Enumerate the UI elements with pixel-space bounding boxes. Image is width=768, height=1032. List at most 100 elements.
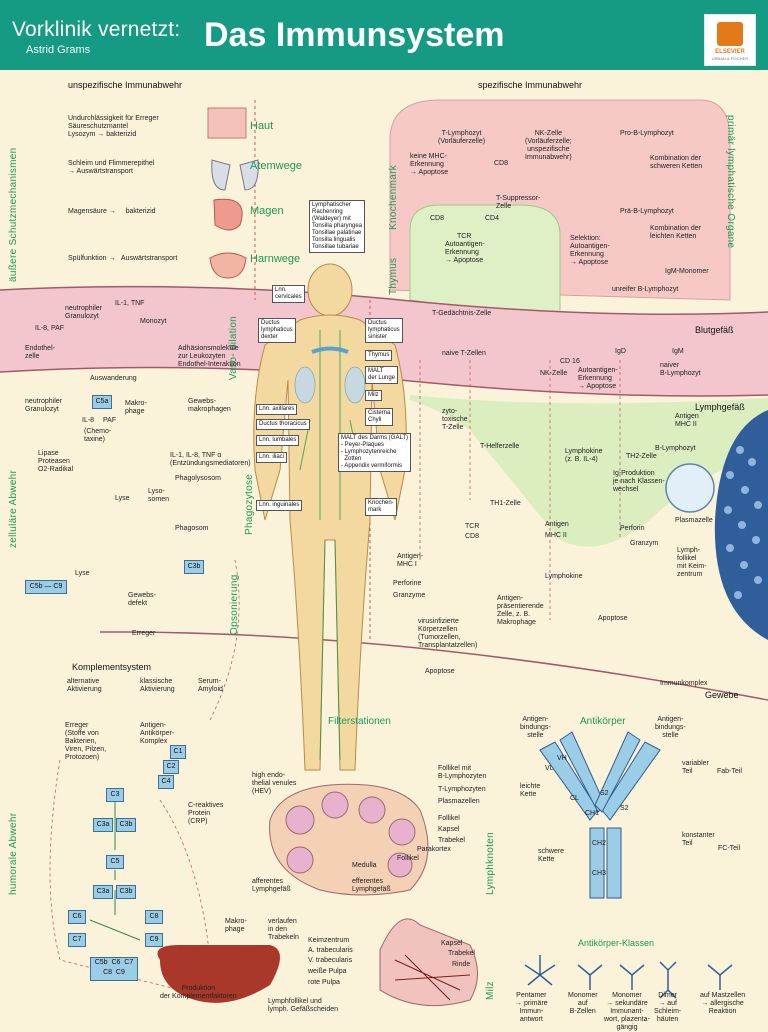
- antibody-classes-title: Antikörper-Klassen: [578, 938, 655, 948]
- mac-box: C5b C6 C7 C8 C9: [90, 957, 138, 981]
- class-igg-label: Monomer → sekundäre Immunant- wort, plaz…: [604, 992, 650, 1031]
- lymph-vessel-label: Lymphgefäß: [695, 402, 745, 412]
- complement-pathogen-label: Erreger (Stoffe von Bakterien, Viren, Pi…: [65, 722, 107, 761]
- il8-label: IL-8: [82, 417, 95, 424]
- stomach-label: Magen: [250, 205, 284, 217]
- c1-box: C1: [170, 745, 186, 759]
- antibody-structure: [539, 731, 661, 899]
- th1-label: TH1-Zelle: [490, 500, 521, 507]
- phagocytosis-label: Phagozytose: [244, 473, 255, 535]
- capsule-label: Kapsel: [438, 826, 460, 833]
- c5b-c9-box: C5b — C9: [25, 580, 67, 594]
- paf-label: PAF: [103, 417, 117, 424]
- vl-domain: VL: [545, 765, 554, 772]
- fab-label: Fab-Teil: [717, 768, 742, 775]
- perforin-label: Perforin: [620, 525, 645, 532]
- complement-title: Komplementsystem: [72, 662, 152, 672]
- s2-label-1: S2: [600, 790, 609, 797]
- unspecific-heading: unspezifische Immunabwehr: [68, 80, 183, 90]
- fc-label: FC-Teil: [718, 845, 741, 852]
- stomach-icon: [213, 198, 243, 231]
- neutrophil-label: neutrophiler Granulozyt: [65, 305, 102, 320]
- il1-tnf-label: IL-1, TNF: [115, 300, 145, 307]
- cl-domain: CL: [570, 795, 579, 802]
- bladder-icon: [209, 252, 247, 279]
- publisher-name: ELSEVIER: [715, 49, 745, 55]
- c6-box: C6: [68, 910, 86, 924]
- body-label-bone-marrow: Knochen- mark: [365, 498, 397, 516]
- antibody-class-icons: [524, 955, 733, 999]
- v-trabecularis-label: V. trabecularis: [308, 957, 353, 964]
- crp-label: C-reaktives Protein (CRP): [188, 802, 224, 825]
- humoral-defense-label: humorale Abwehr: [8, 812, 19, 895]
- constant-part-label: konstanter Teil: [682, 832, 715, 847]
- nk-cell-label: NK-Zelle: [540, 370, 568, 377]
- cd16-label: CD 16: [560, 358, 580, 365]
- phagolysosome-label: Phagolysosom: [175, 475, 221, 482]
- cd8-label-2: CD8: [430, 215, 445, 222]
- lymph-vessel-zone: [410, 395, 768, 547]
- c3b-box-cascade: C3b: [116, 818, 136, 832]
- antigen-label: Antigen: [545, 521, 569, 528]
- red-pulp-label: rote Pulpa: [308, 979, 340, 986]
- naive-t-label: naive T-Zellen: [442, 350, 486, 357]
- urinary-label: Harnwege: [250, 253, 301, 265]
- airways-label: Atemwege: [250, 160, 302, 172]
- c3a-box-2: C3a: [93, 885, 113, 899]
- macrophage-label: Makro- phage: [125, 400, 147, 415]
- c3b-box-2: C3b: [116, 885, 136, 899]
- spleen: [379, 918, 478, 1007]
- th2-label: TH2-Zelle: [626, 453, 657, 460]
- body-label-cervical: Lnn. cervicales: [272, 285, 305, 303]
- specific-heading: spezifische Immunabwehr: [478, 80, 583, 90]
- page-title: Das Immunsystem: [204, 16, 505, 54]
- outer-protection-label: äußere Schutzmechanismen: [8, 147, 19, 283]
- heavy-chains-label: Kombination der schweren Ketten: [650, 155, 703, 170]
- endothelial-label: Endothel- zelle: [25, 345, 55, 360]
- body-label-ductus-sinister: Ductus lymphaticus sinister: [365, 318, 403, 343]
- c4-box: C4: [158, 775, 174, 789]
- spleen-follicle-label: Lymphfollikel und lymph. Gefäßscheiden: [268, 998, 339, 1013]
- complement-macrophage-label: Makro- phage: [225, 918, 247, 933]
- cellular-defense-label: zelluläre Abwehr: [8, 469, 19, 548]
- granzyme-label: Granzyme: [393, 592, 426, 599]
- autoantigen-label-1: Autoantigen- Erkennung → Apoptose: [445, 241, 485, 264]
- adhesion-label: Adhäsionsmoleküle zur Leukozyten Endothe…: [178, 345, 241, 368]
- lymph-node: [269, 783, 429, 896]
- header-bar: Vorklinik vernetzt: Astrid Grams Das Imm…: [0, 0, 768, 70]
- body-label-axillary: Lnn. axillares: [256, 404, 298, 415]
- lymphokine-il4-label: Lymphokine (z. B. IL-4): [565, 448, 603, 463]
- variable-part-label: variabler Teil: [682, 760, 709, 775]
- emigration-label: Auswanderung: [90, 375, 137, 382]
- skin-label: Haut: [250, 120, 274, 132]
- airways-barrier-text: Schleim und Flimmerepithel → Auswärtstra…: [68, 160, 155, 175]
- c8-box: C8: [145, 910, 163, 924]
- lysis-label: Lyse: [115, 495, 130, 502]
- lipase-label: Lipase Proteasen O2-Radikal: [38, 450, 74, 473]
- binding-site-left-label: Antigen- bindungs- stelle: [520, 716, 551, 739]
- body-label-ductus-dexter: Ductus lymphaticus dexter: [258, 318, 296, 343]
- lungs-icon: [211, 159, 259, 191]
- classic-activation-label: klassische Aktivierung: [140, 678, 175, 693]
- publisher-logo: ELSEVIER URBAN & FISCHER: [704, 14, 756, 66]
- plasma-cell-label: Plasmazelle: [675, 517, 713, 524]
- serum-amyloid-label: Serum- Amyloid: [198, 678, 223, 693]
- lymph-nodes-label: Lymphknoten: [485, 832, 496, 895]
- primary-organs-label: primär lymphatische Organe: [725, 115, 736, 249]
- pre-b-label: Prä-B-Lymphozyt: [620, 208, 674, 215]
- medulla-label: Medulla: [352, 862, 377, 869]
- selection-label: Selektion: Autoantigen- Erkennung → Apop…: [570, 235, 610, 266]
- il8-paf-label: IL-8, PAF: [35, 325, 65, 332]
- spleen-capsule-label: Kapsel: [441, 940, 463, 947]
- stomach-barrier-text: Magensäure → bakterizid: [68, 208, 156, 215]
- perforine-label: Perforine: [393, 580, 422, 587]
- t-lymphocytes-label: T-Lymphozyten: [438, 786, 486, 793]
- alt-activation-label: alternative Aktivierung: [67, 678, 102, 693]
- autoantigen-label-2: Autoantigen- Erkennung → Apoptose: [578, 367, 618, 390]
- ch2-domain: CH2: [592, 840, 607, 847]
- liver-label: Produktion der Komplementfaktoren: [160, 985, 237, 1000]
- hev-label: high endo- thelial venules (HEV): [252, 772, 297, 795]
- antigen-mhc1-label: Antigen- MHC I: [397, 553, 424, 568]
- t-precursor-label: T-Lymphozyt (Vorläuferzelle): [438, 130, 486, 145]
- thymus-label: Thymus: [388, 257, 399, 295]
